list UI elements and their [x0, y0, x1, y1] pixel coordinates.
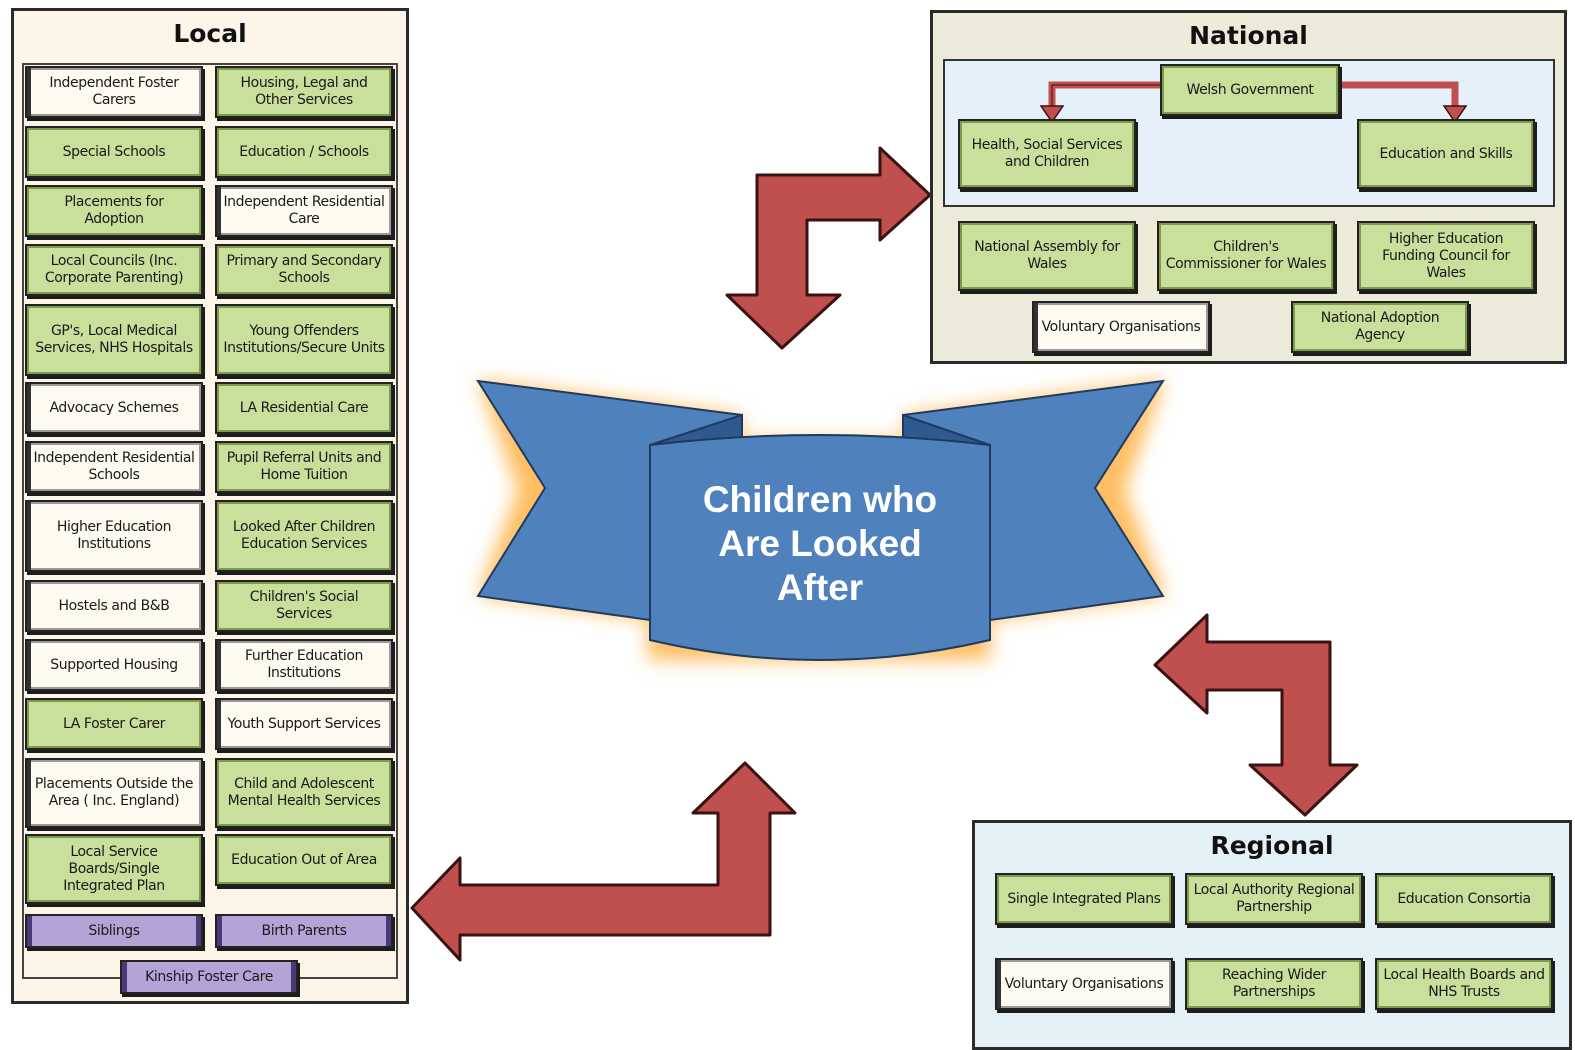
local-box-label: Local Service Boards/Single Integrated P… — [63, 843, 165, 894]
local-box-label: Youth Support Services — [227, 715, 381, 732]
local-box-label: LA Foster Carer — [62, 715, 166, 732]
national-box-label: Higher Education Funding Council for Wal… — [1382, 230, 1510, 281]
local-box-label: Hostels and B&B — [58, 597, 170, 614]
local-box-children-s-social-services: Children's Social Services — [215, 580, 393, 632]
local-box-label: Higher Education Institutions — [56, 519, 172, 552]
national-box-label: National Adoption Agency — [1320, 310, 1440, 343]
local-box-gp-s-local-medical-services-nhs-hospitals: GP's, Local Medical Services, NHS Hospit… — [25, 304, 203, 376]
national-box-voluntary-organisations: Voluntary Organisations — [1032, 301, 1210, 353]
national-box-children-s-commissioner-for-wales: Children's Commissioner for Wales — [1157, 221, 1335, 291]
local-box-label: Looked After Children Education Services — [232, 519, 376, 552]
national-box-health-social-services-and-children: Health, Social Services and Children — [958, 119, 1136, 189]
local-box-label: Children's Social Services — [249, 589, 359, 622]
local-box-independent-residential-schools: Independent Residential Schools — [25, 441, 203, 493]
center-banner — [476, 379, 1165, 661]
local-title: Local — [173, 19, 247, 48]
regional-box-label: Voluntary Organisations — [1004, 975, 1164, 992]
regional-title: Regional — [1210, 831, 1334, 860]
local-box-looked-after-children-education-services: Looked After Children Education Services — [215, 500, 393, 572]
local-box-label: Placements Outside the Area ( Inc. Engla… — [34, 776, 194, 809]
national-box-label: Education and Skills — [1379, 145, 1513, 162]
local-box-label: Independent Residential Schools — [33, 450, 195, 483]
local-box-label: Special Schools — [62, 143, 166, 160]
regional-box-reaching-wider-partnerships: Reaching Wider Partnerships — [1185, 958, 1363, 1010]
local-box-housing-legal-and-other-services: Housing, Legal and Other Services — [215, 66, 393, 118]
regional-box-label: Single Integrated Plans — [1007, 890, 1161, 907]
local-box-label: Education Out of Area — [231, 851, 377, 868]
regional-box-local-health-boards-and-nhs-trusts: Local Health Boards and NHS Trusts — [1375, 958, 1553, 1010]
local-box-label: Child and Adolescent Mental Health Servi… — [227, 776, 381, 809]
local-box-la-residential-care: LA Residential Care — [215, 382, 393, 434]
local-box-siblings: Siblings — [25, 914, 203, 948]
national-title: National — [1189, 21, 1308, 50]
local-box-further-education-institutions: Further Education Institutions — [215, 639, 393, 691]
local-box-label: Advocacy Schemes — [49, 399, 179, 416]
local-box-kinship-foster-care: Kinship Foster Care — [120, 960, 298, 994]
center-title-line-2: Are Looked — [718, 523, 922, 564]
local-box-label: Local Councils (Inc. Corporate Parenting… — [44, 253, 184, 286]
national-box-label: Voluntary Organisations — [1041, 318, 1201, 335]
regional-box-label: Reaching Wider Partnerships — [1221, 967, 1327, 1000]
national-box-higher-education-funding-council-for-wales: Higher Education Funding Council for Wal… — [1357, 221, 1535, 291]
local-box-label: Further Education Institutions — [245, 648, 363, 681]
local-box-label: GP's, Local Medical Services, NHS Hospit… — [35, 323, 193, 356]
regional-box-voluntary-organisations: Voluntary Organisations — [995, 958, 1173, 1010]
national-box-national-assembly-for-wales: National Assembly for Wales — [958, 221, 1136, 291]
regional-box-label: Local Health Boards and NHS Trusts — [1383, 967, 1545, 1000]
local-box-label: Housing, Legal and Other Services — [240, 75, 368, 108]
local-box-label: Pupil Referral Units and Home Tuition — [226, 450, 382, 483]
national-box-label: Health, Social Services and Children — [971, 137, 1123, 170]
local-box-birth-parents: Birth Parents — [215, 914, 393, 948]
regional-box-education-consortia: Education Consortia — [1375, 873, 1553, 925]
local-box-child-and-adolescent-mental-health-services: Child and Adolescent Mental Health Servi… — [215, 758, 393, 828]
center-title-line-3: After — [776, 567, 864, 608]
local-box-hostels-and-bandb: Hostels and B&B — [25, 580, 203, 632]
arrow-regional — [1153, 613, 1359, 817]
regional-box-local-authority-regional-partnership: Local Authority Regional Partnership — [1185, 873, 1363, 925]
local-box-label: LA Residential Care — [239, 399, 369, 416]
center-title: Children who Are Looked After — [650, 478, 990, 610]
local-box-primary-and-secondary-schools: Primary and Secondary Schools — [215, 244, 393, 296]
regional-box-single-integrated-plans: Single Integrated Plans — [995, 873, 1173, 925]
local-box-label: Placements for Adoption — [64, 194, 164, 227]
local-box-advocacy-schemes: Advocacy Schemes — [25, 382, 203, 434]
local-box-youth-support-services: Youth Support Services — [215, 698, 393, 750]
local-box-education-out-of-area: Education Out of Area — [215, 834, 393, 886]
regional-box-label: Local Authority Regional Partnership — [1193, 882, 1355, 915]
local-box-la-foster-carer: LA Foster Carer — [25, 698, 203, 750]
local-box-higher-education-institutions: Higher Education Institutions — [25, 500, 203, 572]
local-box-education-schools: Education / Schools — [215, 126, 393, 178]
national-box-education-and-skills: Education and Skills — [1357, 119, 1535, 189]
local-box-independent-residential-care: Independent Residential Care — [215, 185, 393, 237]
local-box-local-councils-inc-corporate-parenting: Local Councils (Inc. Corporate Parenting… — [25, 244, 203, 296]
national-box-national-adoption-agency: National Adoption Agency — [1291, 301, 1469, 353]
center-title-line-1: Children who — [702, 479, 938, 520]
local-box-label: Birth Parents — [261, 922, 347, 939]
arrow-national — [725, 146, 932, 350]
local-box-placements-for-adoption: Placements for Adoption — [25, 185, 203, 237]
local-box-young-offenders-institutions-secure-units: Young Offenders Institutions/Secure Unit… — [215, 304, 393, 376]
local-box-placements-outside-the-area-inc-england: Placements Outside the Area ( Inc. Engla… — [25, 758, 203, 828]
local-box-label: Kinship Foster Care — [145, 968, 273, 985]
national-box-label: Welsh Government — [1186, 81, 1314, 98]
local-box-label: Young Offenders Institutions/Secure Unit… — [223, 323, 385, 356]
local-box-supported-housing: Supported Housing — [25, 639, 203, 691]
regional-panel: Regional — [972, 820, 1572, 1050]
local-box-label: Independent Residential Care — [223, 194, 385, 227]
local-box-label: Primary and Secondary Schools — [226, 253, 382, 286]
national-box-welsh-government: Welsh Government — [1160, 64, 1340, 116]
local-box-pupil-referral-units-and-home-tuition: Pupil Referral Units and Home Tuition — [215, 441, 393, 493]
regional-box-label: Education Consortia — [1397, 890, 1531, 907]
arrow-local — [410, 761, 797, 962]
national-box-label: National Assembly for Wales — [974, 239, 1120, 272]
local-box-label: Supported Housing — [50, 656, 178, 673]
local-box-label: Siblings — [88, 922, 140, 939]
local-box-independent-foster-carers: Independent Foster Carers — [25, 66, 203, 118]
local-box-special-schools: Special Schools — [25, 126, 203, 178]
local-box-local-service-boards-single-integrated-plan: Local Service Boards/Single Integrated P… — [25, 834, 203, 904]
local-box-label: Independent Foster Carers — [49, 75, 179, 108]
local-box-label: Education / Schools — [239, 143, 369, 160]
national-box-label: Children's Commissioner for Wales — [1165, 239, 1327, 272]
